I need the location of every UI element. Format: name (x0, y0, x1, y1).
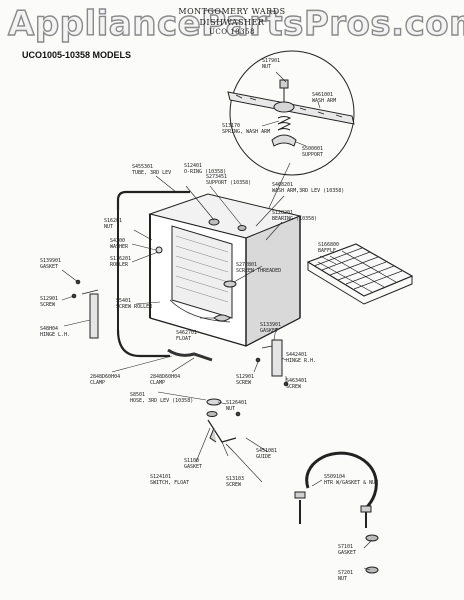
heater-element (294, 451, 379, 574)
models-heading: UCO1005-10358 MODELS (22, 50, 132, 60)
brand-title: MONTGOMERY WARDS (178, 7, 286, 16)
baffle-rack (306, 243, 414, 305)
tube-third-level (116, 190, 213, 362)
appliance-title: DISHWASHER (199, 18, 265, 27)
tub-assembly (148, 193, 302, 347)
model-code: UCO 10358 (209, 28, 255, 36)
wash-arm-inset (227, 50, 355, 176)
float-switch-assembly (206, 398, 241, 451)
leader-lines (61, 175, 373, 571)
hinge-right (255, 339, 289, 387)
watermark-text: AppliancePartsPros.com (7, 3, 464, 44)
hinge-left (71, 279, 99, 339)
inset-leader-lines (261, 71, 321, 211)
